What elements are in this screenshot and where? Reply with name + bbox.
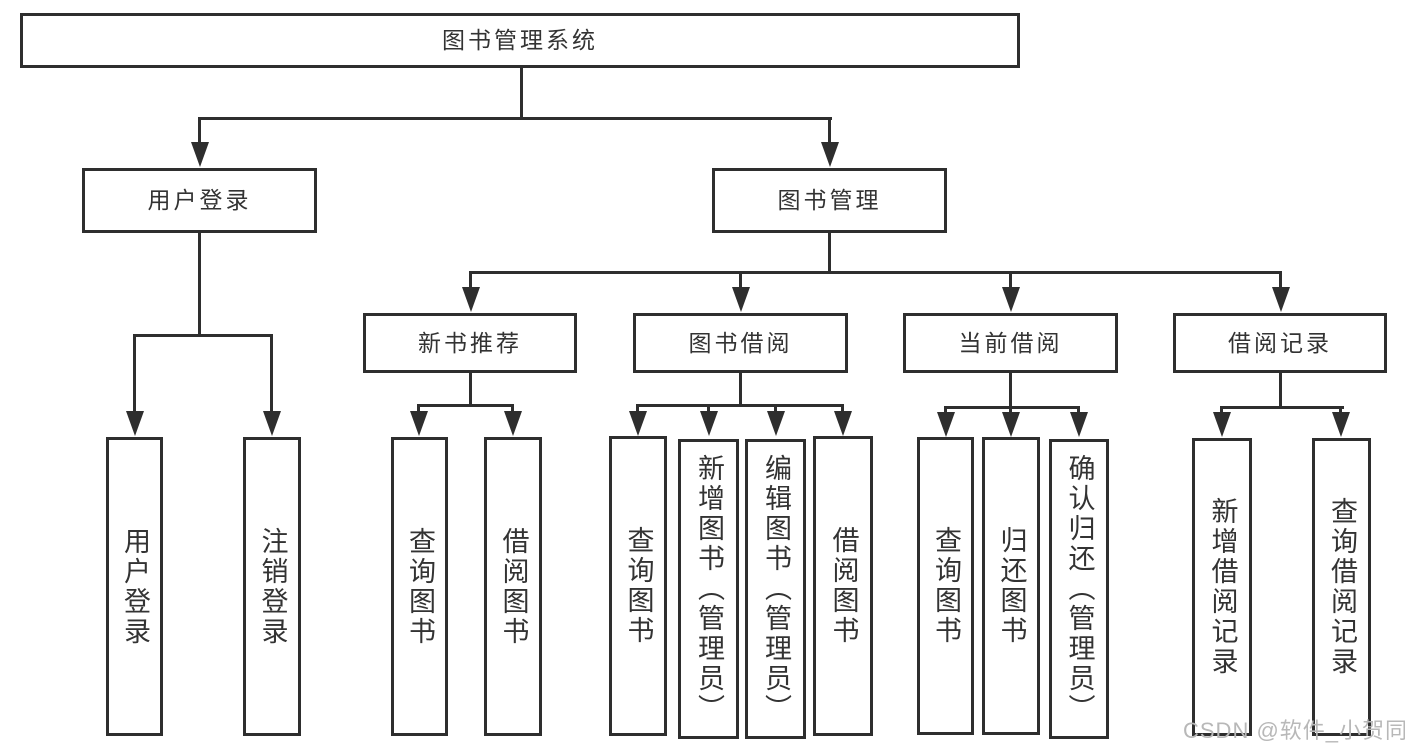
connector-line — [1009, 406, 1012, 414]
arrowhead-down-icon — [1332, 412, 1350, 437]
arrowhead-down-icon — [263, 411, 281, 436]
node-leaf-cb-return-books: 归还图书 — [982, 437, 1040, 735]
node-leaf-br-query-record: 查询借阅记录 — [1312, 438, 1371, 736]
connector-line — [841, 404, 844, 413]
node-leaf-bb-edit-books-label: 编辑图书（管理员） — [761, 454, 791, 724]
arrowhead-down-icon — [410, 411, 428, 436]
arrowhead-down-icon — [504, 411, 522, 436]
arrowhead-down-icon — [821, 142, 839, 167]
arrowhead-down-icon — [767, 411, 785, 436]
connector-line — [774, 404, 777, 413]
node-leaf-bb-add-books-label: 新增图书（管理员） — [694, 454, 724, 724]
arrowhead-down-icon — [462, 287, 480, 312]
connector-line — [739, 373, 742, 407]
node-current-borrow-label: 当前借阅 — [958, 329, 1063, 356]
connector-line — [636, 404, 639, 413]
node-leaf-bb-edit-books: 编辑图书（管理员） — [745, 439, 806, 739]
arrowhead-down-icon — [1272, 287, 1290, 312]
node-leaf-rec-borrow-books: 借阅图书 — [484, 437, 542, 736]
connector-line — [417, 404, 514, 407]
node-leaf-cb-query-books-label: 查询图书 — [931, 526, 961, 646]
node-leaf-logout: 注销登录 — [243, 437, 301, 736]
connector-line — [739, 271, 742, 289]
arrowhead-down-icon — [1070, 412, 1088, 437]
node-leaf-user-login-label: 用户登录 — [120, 526, 150, 647]
connector-line — [270, 334, 273, 413]
node-user-login: 用户登录 — [82, 168, 317, 233]
arrowhead-down-icon — [937, 412, 955, 437]
node-new-book-recommend: 新书推荐 — [363, 313, 577, 373]
connector-line — [198, 117, 832, 120]
node-leaf-br-add-record: 新增借阅记录 — [1192, 438, 1252, 736]
connector-line — [707, 404, 710, 413]
connector-line — [636, 404, 844, 407]
arrowhead-down-icon — [1002, 287, 1020, 312]
node-root-label: 图书管理系统 — [442, 27, 598, 53]
connector-line — [944, 406, 947, 414]
node-book-management: 图书管理 — [712, 168, 947, 233]
connector-line — [1279, 373, 1282, 409]
arrowhead-down-icon — [1213, 412, 1231, 437]
connector-line — [133, 334, 136, 413]
connector-line — [1009, 271, 1012, 289]
node-leaf-logout-label: 注销登录 — [257, 526, 288, 647]
arrowhead-down-icon — [700, 411, 718, 436]
connector-line — [1220, 406, 1223, 414]
node-book-borrow: 图书借阅 — [633, 313, 848, 373]
connector-line — [469, 271, 1282, 274]
connector-line — [520, 68, 523, 120]
watermark: CSDN @软件_小贺同学 — [1183, 718, 1405, 743]
node-book-management-label: 图书管理 — [777, 187, 882, 213]
node-leaf-bb-borrow-books-label: 借阅图书 — [828, 526, 859, 646]
node-book-borrow-label: 图书借阅 — [688, 329, 793, 356]
connector-line — [944, 406, 1080, 409]
connector-line — [469, 373, 472, 407]
connector-line — [133, 334, 273, 337]
node-leaf-bb-borrow-books: 借阅图书 — [813, 436, 873, 736]
node-leaf-rec-borrow-books-label: 借阅图书 — [498, 526, 529, 647]
arrowhead-down-icon — [834, 411, 852, 436]
node-leaf-cb-return-books-label: 归还图书 — [996, 526, 1027, 646]
node-user-login-label: 用户登录 — [147, 187, 252, 213]
connector-line — [511, 404, 514, 413]
node-borrow-records-label: 借阅记录 — [1228, 329, 1332, 356]
node-leaf-bb-query-books: 查询图书 — [609, 436, 667, 736]
node-root: 图书管理系统 — [20, 13, 1020, 68]
arrowhead-down-icon — [126, 411, 144, 436]
connector-line — [828, 117, 831, 145]
node-leaf-br-add-record-label: 新增借阅记录 — [1207, 497, 1238, 677]
node-leaf-bb-add-books: 新增图书（管理员） — [678, 439, 739, 739]
connector-line — [1220, 406, 1344, 409]
node-leaf-rec-query-books-label: 查询图书 — [405, 526, 435, 647]
connector-line — [417, 404, 420, 413]
connector-line — [198, 233, 201, 336]
node-leaf-cb-confirm-return: 确认归还（管理员） — [1049, 439, 1109, 739]
connector-line — [1339, 406, 1342, 414]
connector-line — [1279, 271, 1282, 289]
node-leaf-rec-query-books: 查询图书 — [391, 437, 448, 736]
connector-line — [198, 117, 201, 145]
arrowhead-down-icon — [629, 411, 647, 436]
arrowhead-down-icon — [1002, 412, 1020, 437]
node-leaf-bb-query-books-label: 查询图书 — [623, 526, 654, 646]
connector-line — [1077, 406, 1080, 414]
arrowhead-down-icon — [191, 142, 209, 167]
node-leaf-br-query-record-label: 查询借阅记录 — [1327, 497, 1357, 677]
arrowhead-down-icon — [732, 287, 750, 312]
node-new-book-recommend-label: 新书推荐 — [418, 329, 522, 356]
node-leaf-cb-confirm-return-label: 确认归还（管理员） — [1064, 454, 1095, 724]
node-current-borrow: 当前借阅 — [903, 313, 1118, 373]
node-borrow-records: 借阅记录 — [1173, 313, 1387, 373]
node-leaf-cb-query-books: 查询图书 — [917, 437, 974, 735]
connector-line — [469, 271, 472, 289]
connector-line — [1009, 373, 1012, 409]
node-leaf-user-login: 用户登录 — [106, 437, 163, 736]
connector-line — [828, 233, 831, 274]
